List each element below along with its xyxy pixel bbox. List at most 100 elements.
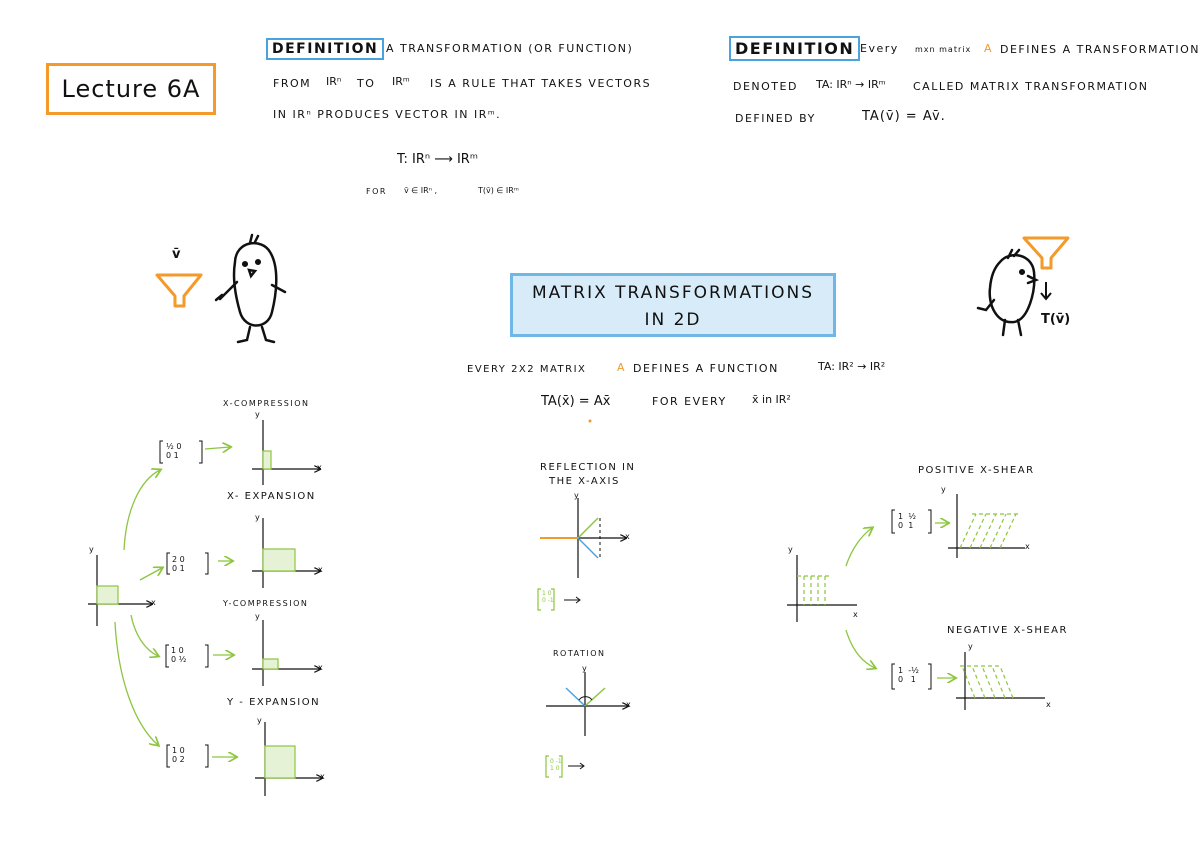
definition-1-line3: in IRⁿ produces vector in IRᵐ.: [273, 108, 502, 121]
negative-shear-axes: [956, 652, 1045, 710]
definition-2-called: called matrix transformation: [913, 80, 1149, 93]
shear-arrows: [845, 523, 955, 678]
y-compression-shape: [262, 658, 279, 670]
negative-shear-bracket: [891, 663, 932, 690]
statement-defines: defines a function: [633, 362, 779, 375]
axis-y-label: y: [582, 664, 587, 673]
axis-x-label: x: [318, 663, 323, 672]
definition-2-matrix-a: A: [984, 42, 992, 55]
lecture-title: Lecture 6A: [46, 63, 216, 115]
statement-every: Every 2x2 matrix: [467, 364, 587, 375]
definition-2-formula: TA(v̄) = Av̄.: [862, 109, 946, 124]
section-title-box: Matrix Transformations in 2D: [510, 273, 836, 337]
rotation-title: Rotation: [553, 649, 606, 658]
x-compression-shape: [262, 450, 272, 470]
axis-x-label: x: [853, 610, 858, 619]
x-expansion-shape: [262, 548, 296, 572]
axis-y-label: y: [89, 545, 94, 554]
axis-x-label: x: [318, 565, 323, 574]
definition-2-mxn: mxn matrix: [915, 45, 972, 54]
section-title-line2: in 2D: [644, 310, 702, 330]
definition-1-rn: IRⁿ: [326, 75, 342, 88]
reflection-title-1: Reflection in: [540, 462, 636, 473]
definition-1-for: for: [366, 187, 387, 196]
axis-y-label: y: [968, 642, 973, 651]
positive-shear-label: Positive x-shear: [918, 465, 1035, 476]
rotation-original-vector: [584, 687, 606, 707]
statement-ta: TA: IR² → IR²: [818, 360, 886, 373]
definition-1-v-in-rn: v̄ ∈ IRⁿ ,: [404, 186, 437, 195]
axis-x-label: x: [317, 463, 322, 472]
rotation-matrix-bracket: [545, 755, 563, 778]
scaling-brackets: [159, 440, 209, 768]
tv-label: T(v̄): [1041, 312, 1071, 327]
axis-x-label: x: [1025, 542, 1030, 551]
definition-1-tv-in-rm: T(v̄) ∈ IRᵐ: [478, 186, 519, 195]
rotation-arc: [578, 696, 593, 701]
definition-2-ta-mapping: TA: IRⁿ → IRᵐ: [816, 78, 886, 91]
chick-illustration-left: [214, 233, 287, 344]
axis-y-label: y: [255, 612, 260, 621]
funnel-icon-left: [155, 273, 203, 308]
definition-2-denoted: Denoted: [733, 80, 798, 93]
definition-2-defined-by: Defined by: [735, 112, 816, 125]
shear-source-grid: [797, 575, 830, 605]
definition-2-line1: defines a transformation: [1000, 43, 1200, 56]
axis-y-label: y: [255, 513, 260, 522]
axis-y-label: y: [574, 491, 579, 500]
scaling-arrows: [114, 447, 236, 757]
definition-1-from: from: [273, 77, 312, 90]
x-expansion-label: x- expansion: [227, 491, 316, 502]
shear-source-axes: [787, 555, 857, 622]
reflection-matrix-bracket: [537, 588, 555, 611]
rotation-image-vector: [565, 687, 586, 707]
axis-x-label: x: [320, 772, 325, 781]
positive-shear-grid: [959, 513, 1020, 549]
positive-shear-axes: [948, 494, 1025, 558]
axis-y-label: y: [788, 545, 793, 554]
formula-x-in-r2: x̄ in IR²: [752, 393, 791, 406]
definition-1-rm: IRᵐ: [392, 75, 410, 88]
definition-1-line1: A transformation (or function): [386, 42, 634, 55]
y-compression-axes: [252, 620, 320, 686]
y-expansion-label: y - expansion: [227, 697, 321, 708]
axis-x-label: x: [1046, 700, 1051, 709]
x-compression-axes: [252, 420, 320, 485]
formula-ta: TA(x̄) = Ax̄: [541, 394, 611, 409]
axis-y-label: y: [255, 410, 260, 419]
reflection-title-2: the x-axis: [549, 476, 620, 487]
reflection-original-vector: [577, 517, 599, 539]
definition-1-label: Definition: [266, 38, 385, 60]
chick-illustration-right: [976, 248, 1040, 337]
rotation-arrow: [568, 762, 585, 770]
formula-for-every: for every: [652, 395, 727, 408]
unit-square: [96, 585, 119, 605]
axis-y-label: y: [257, 716, 262, 725]
section-title-line1: Matrix Transformations: [531, 283, 815, 303]
statement-a: A: [617, 361, 625, 374]
axis-x-label: x: [625, 532, 630, 541]
v-label: v̄: [172, 247, 181, 262]
arrow-down-icon: [1040, 282, 1052, 301]
y-expansion-shape: [264, 745, 296, 779]
positive-shear-bracket: [891, 509, 932, 534]
funnel-icon-right: [1022, 236, 1070, 270]
definition-1-to: to: [357, 77, 376, 90]
reflection-arrow: [564, 596, 581, 604]
definition-1-mapping: T: IRⁿ ⟶ IRᵐ: [397, 152, 478, 167]
axis-x-label: x: [151, 598, 156, 607]
rotation-axes: [546, 672, 628, 736]
negative-shear-label: Negative x-shear: [947, 625, 1068, 636]
orange-dot: [588, 419, 592, 423]
negative-shear-grid: [960, 665, 1014, 699]
axis-y-label: y: [941, 485, 946, 494]
